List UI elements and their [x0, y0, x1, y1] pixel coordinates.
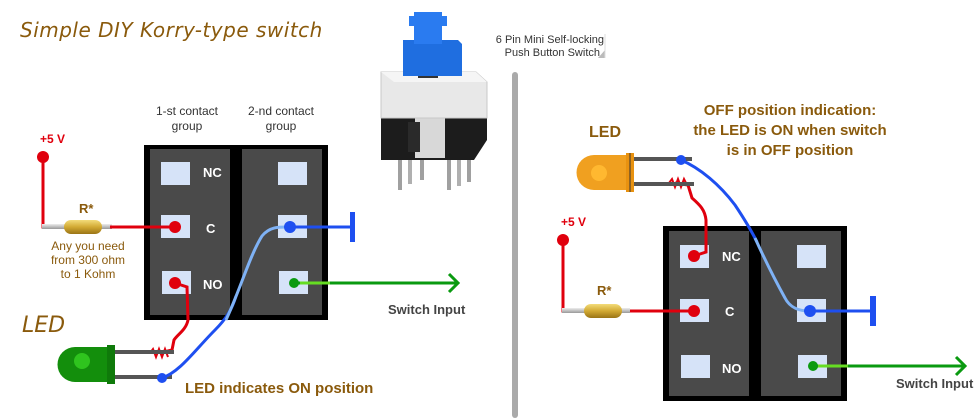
left-c2-node: [284, 221, 296, 233]
left-caption: LED indicates ON position: [185, 380, 374, 397]
right-led-label: LED: [589, 124, 621, 141]
left-resistor: [42, 220, 112, 234]
left-c-node: [169, 221, 181, 233]
resistor-note-line-3: to 1 Kohm: [60, 267, 116, 281]
right-c-node: [688, 305, 700, 317]
right-heading-line-1: OFF position indication:: [703, 102, 877, 119]
right-blue-wire-upper: [680, 158, 759, 243]
product-caption-line-2: Push Button Switch: [504, 47, 600, 59]
right-arrow-icon: [954, 355, 968, 377]
right-resistor: [562, 304, 630, 318]
left-switch-input-label: Switch Input: [388, 302, 466, 317]
left-led-label: LED: [22, 313, 66, 338]
caption-corner-shade: [598, 50, 605, 58]
left-no-node: [169, 277, 181, 289]
right-ground-icon: [870, 296, 876, 326]
left-led-cathode-node: [157, 373, 167, 383]
right-light-blue-wire: [753, 237, 874, 313]
left-ground-icon: [350, 212, 355, 242]
group2-label-line-1: 2-nd contact: [247, 104, 315, 118]
left-arrow-icon: [447, 272, 461, 294]
left-resistor-label: R*: [79, 201, 94, 216]
resistor-note: Any you need from 300 ohm to 1 Kohm: [38, 239, 138, 281]
right-supply-label: +5 V: [561, 215, 587, 229]
resistor-note-line-1: Any you need: [51, 239, 125, 253]
right-resistor-label: R*: [597, 283, 612, 298]
left-supply-node: [37, 151, 49, 163]
right-nc-node: [688, 250, 700, 262]
right-nc-wire: [674, 181, 708, 258]
right-heading-line-2: the LED is ON when switch: [693, 122, 887, 139]
page-title: Simple DIY Korry-type switch: [20, 18, 323, 42]
product-caption: 6 Pin Mini Self-locking Push Button Swit…: [478, 34, 604, 60]
left-pin-nc: NC: [203, 165, 222, 180]
left-pin-no: NO: [203, 277, 223, 292]
left-supply-wire: [41, 157, 60, 229]
right-solder-twist: [668, 176, 688, 190]
right-pin-c: C: [725, 304, 735, 319]
group1-label-line-1: 1-st contact: [155, 104, 219, 118]
product-caption-line-1: 6 Pin Mini Self-locking: [495, 34, 604, 46]
right-heading: OFF position indication: the LED is ON w…: [660, 101, 920, 161]
green-led-icon: [57, 345, 174, 384]
right-pin-no: NO: [722, 361, 742, 376]
group1-label: 1-st contact group: [142, 104, 232, 134]
group2-label: 2-nd contact group: [236, 104, 326, 134]
resistor-note-line-2: from 300 ohm: [50, 253, 126, 267]
right-supply-node: [557, 234, 569, 246]
group1-label-line-2: group: [171, 119, 203, 133]
right-pin-nc: NC: [722, 249, 741, 264]
right-no2-node: [808, 361, 818, 371]
left-solder-twist: [149, 346, 169, 360]
push-button-switch-image: [380, 12, 488, 190]
left-light-blue-wire: [224, 225, 352, 321]
right-switch-input-label: Switch Input: [896, 376, 974, 391]
right-c2-node: [804, 305, 816, 317]
group2-label-line-2: group: [265, 119, 297, 133]
left-pin-c: C: [206, 221, 216, 236]
left-no-wire: [159, 281, 190, 355]
left-no2-node: [289, 278, 299, 288]
orange-led-icon: [576, 153, 694, 192]
right-supply-wire: [561, 240, 580, 313]
left-supply-label: +5 V: [40, 132, 66, 146]
right-led-node: [676, 155, 686, 165]
right-heading-line-3: is in OFF position: [726, 142, 854, 159]
